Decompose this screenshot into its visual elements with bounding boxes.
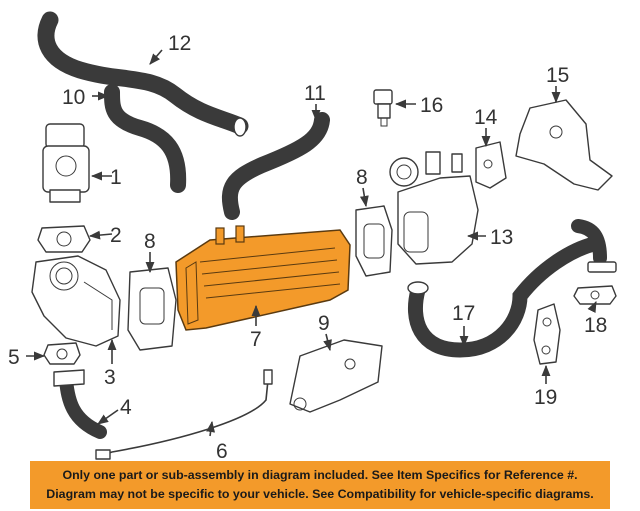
part-13-valve-assembly xyxy=(389,151,479,265)
callout-9: 9 xyxy=(318,312,330,335)
part-5-gasket xyxy=(43,342,81,365)
part-4-pipe xyxy=(53,369,107,439)
part-14-bracket xyxy=(475,141,507,189)
callout-17: 17 xyxy=(452,302,475,325)
part-19-bracket xyxy=(533,303,561,365)
callout-19: 19 xyxy=(534,386,557,409)
part-12-upper-hose xyxy=(37,11,249,137)
callout-12: 12 xyxy=(168,32,191,55)
part-7-egr-cooler xyxy=(175,225,351,331)
callout-3: 3 xyxy=(104,366,116,389)
part-16-sensor xyxy=(373,89,393,127)
callout-13: 13 xyxy=(490,226,513,249)
part-8-gasket-left xyxy=(127,267,177,351)
part-18-gasket xyxy=(573,285,617,305)
callout-8-right: 8 xyxy=(356,166,368,189)
part-11-hose xyxy=(221,112,330,220)
callout-16: 16 xyxy=(420,94,443,117)
callout-labels: 1 2 3 4 5 6 7 8 8 9 10 11 12 13 14 15 16… xyxy=(8,32,607,460)
disclaimer-banner: Only one part or sub-assembly in diagram… xyxy=(30,461,610,509)
leader-lines xyxy=(26,49,597,437)
callout-11: 11 xyxy=(304,82,326,105)
part-1-egr-valve xyxy=(42,123,90,203)
part-3-housing xyxy=(31,255,121,347)
callout-14: 14 xyxy=(474,106,498,129)
part-17-pipe xyxy=(407,219,617,358)
callout-4: 4 xyxy=(120,396,132,419)
callout-2: 2 xyxy=(110,224,122,247)
callout-18: 18 xyxy=(584,314,607,337)
part-10-short-hose xyxy=(104,84,187,193)
disclaimer-line-1: Only one part or sub-assembly in diagram… xyxy=(62,468,578,482)
callout-10: 10 xyxy=(62,86,85,109)
part-8-gasket-right xyxy=(355,205,393,277)
callout-1: 1 xyxy=(110,166,122,189)
part-15-bracket xyxy=(515,99,613,191)
callout-6: 6 xyxy=(216,440,228,460)
disclaimer-line-2: Diagram may not be specific to your vehi… xyxy=(46,487,594,501)
exploded-view-drawing: 1 2 3 4 5 6 7 8 8 9 10 11 12 13 14 15 16… xyxy=(8,11,617,460)
callout-8-left: 8 xyxy=(144,230,156,253)
callout-7: 7 xyxy=(250,328,262,351)
part-2-gasket xyxy=(37,225,91,253)
callout-15: 15 xyxy=(546,64,569,87)
callout-5: 5 xyxy=(8,346,20,369)
part-9-bracket xyxy=(289,339,383,413)
